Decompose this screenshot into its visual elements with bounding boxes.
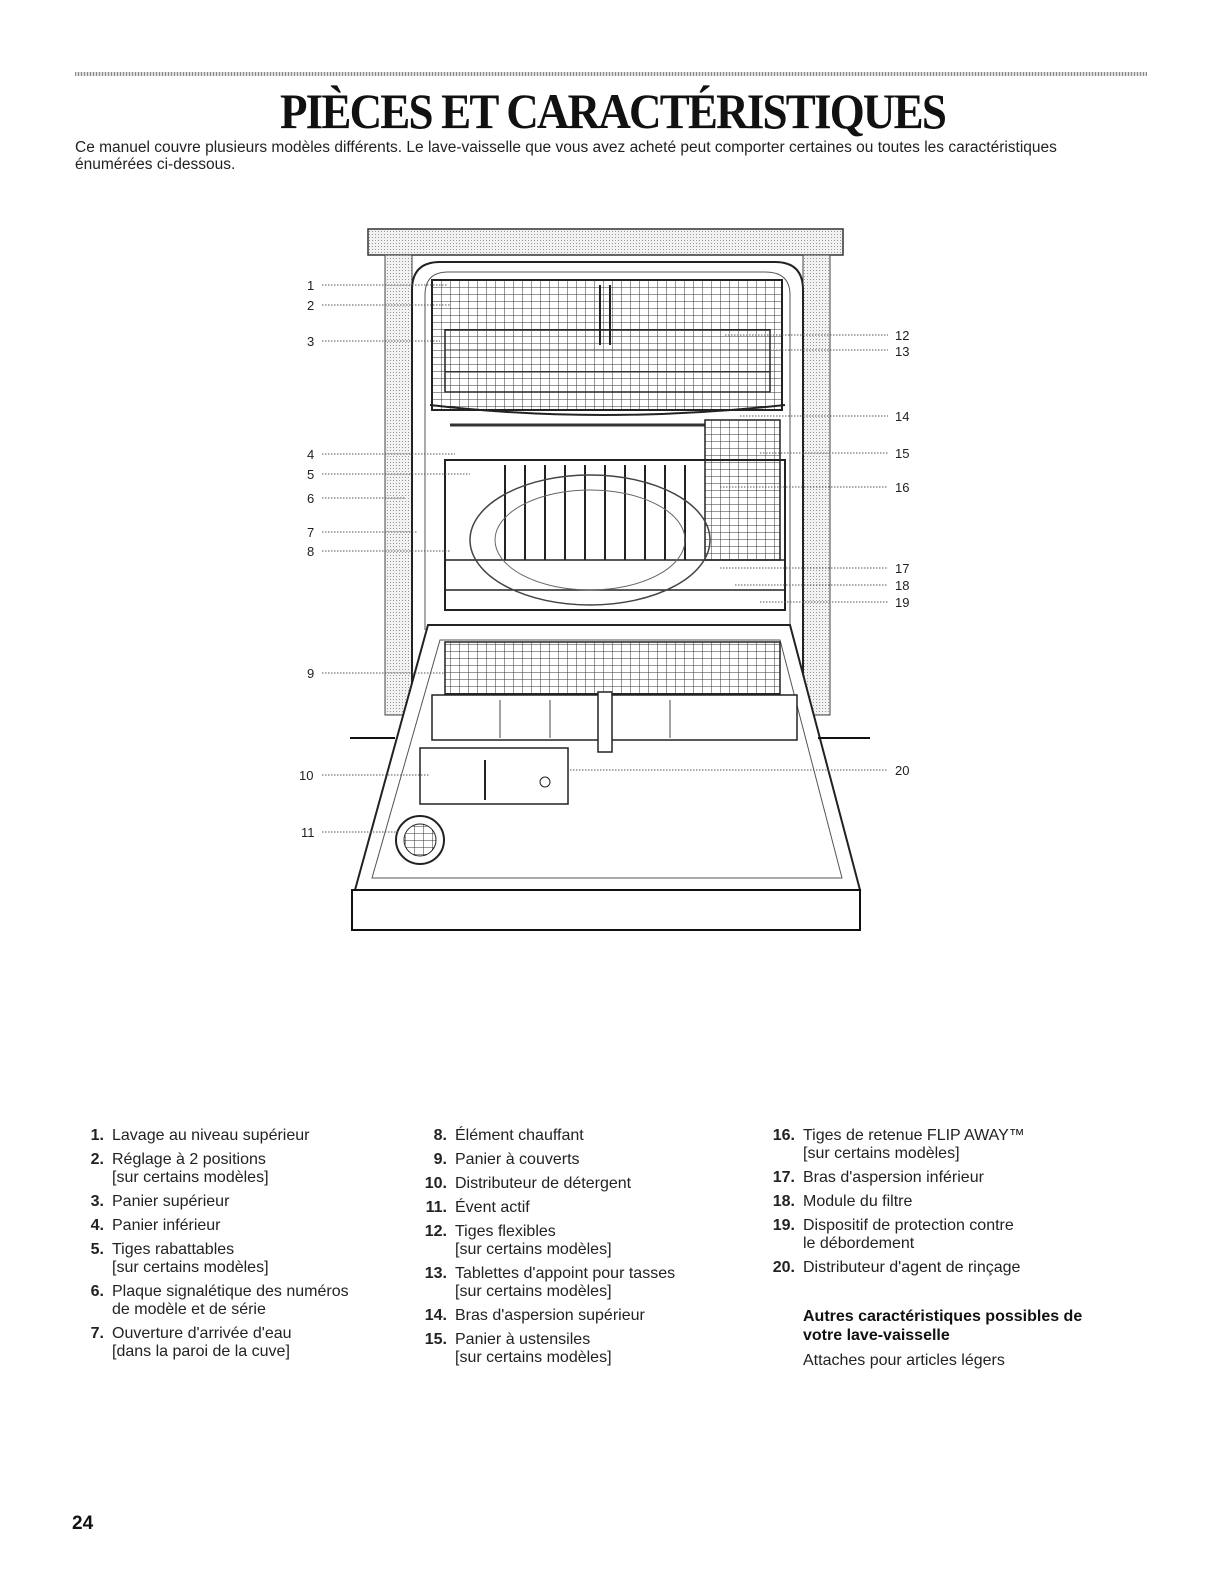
callout-1: 1 xyxy=(307,278,314,293)
callout-11: 11 xyxy=(301,825,315,840)
callout-3: 3 xyxy=(307,334,314,349)
list-item: 8.Élément chauffant xyxy=(433,1127,584,1144)
list-item: 18.Module du filtre xyxy=(772,1193,913,1210)
callouts-right: 12 13 14 15 16 17 18 19 20 xyxy=(895,328,909,778)
dishwasher-diagram: 1 2 3 4 5 6 7 8 9 10 11 12 13 14 15 16 1… xyxy=(299,228,909,931)
intro-text: Ce manuel couvre plusieurs modèles diffé… xyxy=(75,139,1057,173)
leader-lines xyxy=(322,284,888,833)
list-item: 3.Panier supérieur xyxy=(90,1193,230,1210)
list-item: 7.Ouverture d'arrivée d'eau[dans la paro… xyxy=(90,1325,292,1360)
silverware-basket xyxy=(444,641,781,695)
parts-list-col1: 1.Lavage au niveau supérieur 2.Réglage à… xyxy=(72,1127,412,1367)
top-rule xyxy=(75,72,1147,76)
parts-list-col3: 16.Tiges de retenue FLIP AWAY™[sur certa… xyxy=(763,1127,1123,1283)
callouts-left: 1 2 3 4 5 6 7 8 9 10 11 xyxy=(299,278,315,840)
left-wall xyxy=(384,254,413,716)
utensil-basket xyxy=(704,419,781,561)
callout-16: 16 xyxy=(895,480,909,495)
list-item: 9.Panier à couverts xyxy=(433,1151,580,1168)
list-item: 17.Bras d'aspersion inférieur xyxy=(772,1169,984,1186)
callout-17: 17 xyxy=(895,561,909,576)
list-item: 10.Distributeur de détergent xyxy=(424,1175,632,1192)
callout-5: 5 xyxy=(307,467,314,482)
other-features-text: Attaches pour articles légers xyxy=(803,1352,1005,1369)
list-item: 14.Bras d'aspersion supérieur xyxy=(424,1307,645,1324)
list-item: 15.Panier à ustensiles[sur certains modè… xyxy=(424,1331,612,1366)
callout-20: 20 xyxy=(895,763,909,778)
callout-8: 8 xyxy=(307,544,314,559)
list-item: 5.Tiges rabattables[sur certains modèles… xyxy=(90,1241,269,1276)
parts-list-col2: 8.Élément chauffant 9.Panier à couverts … xyxy=(415,1127,775,1373)
countertop xyxy=(367,228,844,256)
upper-rack xyxy=(429,279,786,416)
callout-9: 9 xyxy=(307,666,314,681)
callout-15: 15 xyxy=(895,446,909,461)
list-item: 4.Panier inférieur xyxy=(90,1217,221,1234)
callout-19: 19 xyxy=(895,595,909,610)
page-title: PIÈCES ET CARACTÉRISTIQUES xyxy=(279,83,947,139)
callout-14: 14 xyxy=(895,409,909,424)
list-item: 16.Tiges de retenue FLIP AWAY™[sur certa… xyxy=(772,1127,1025,1162)
list-item: 11.Évent actif xyxy=(425,1199,530,1216)
callout-13: 13 xyxy=(895,344,909,359)
page-number: 24 xyxy=(72,1513,94,1534)
other-features-heading: Autres caractéristiques possibles de vot… xyxy=(803,1308,1083,1344)
list-item: 2.Réglage à 2 positions[sur certains mod… xyxy=(90,1151,269,1186)
list-item: 1.Lavage au niveau supérieur xyxy=(90,1127,310,1144)
callout-4: 4 xyxy=(307,447,314,462)
list-item: 13.Tablettes d'appoint pour tasses[sur c… xyxy=(424,1265,676,1300)
lower-rack xyxy=(444,459,786,611)
callout-2: 2 xyxy=(307,298,314,313)
door-base xyxy=(351,889,861,931)
callout-12: 12 xyxy=(895,328,909,343)
callout-6: 6 xyxy=(307,491,314,506)
callout-18: 18 xyxy=(895,578,909,593)
callout-7: 7 xyxy=(307,525,314,540)
door xyxy=(353,624,862,891)
right-wall xyxy=(802,254,831,716)
list-item: 20.Distributeur d'agent de rinçage xyxy=(772,1259,1021,1276)
callout-10: 10 xyxy=(299,768,313,783)
detergent-dispenser xyxy=(419,747,569,805)
list-item: 12.Tiges flexibles[sur certains modèles] xyxy=(424,1223,612,1258)
